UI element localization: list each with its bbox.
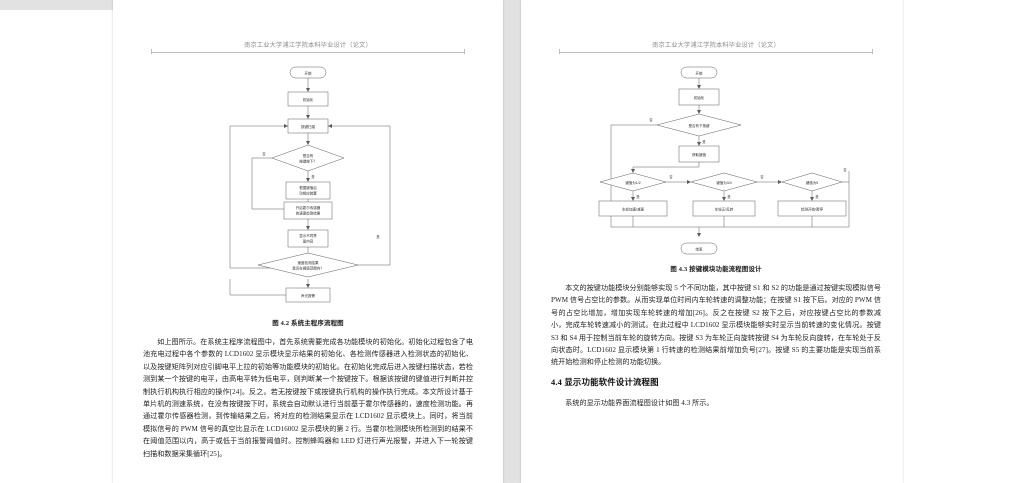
arrow-init-right xyxy=(697,85,701,89)
node-range-decision xyxy=(257,252,359,278)
arrow-scan xyxy=(306,115,310,119)
node-hall-label-1: 开启霍尔传感器 xyxy=(296,205,321,210)
node-pressed-right-label: 是否有下按键 xyxy=(689,123,710,128)
node-exec xyxy=(285,181,331,200)
figure-4-2-flowchart: 开始 初始化 按键扫描 xyxy=(143,63,473,313)
next-page-sheet[interactable] xyxy=(904,0,1024,483)
node-show xyxy=(287,229,329,248)
left-paragraph-1: 如上图所示。在系统主程序流程图中，首先系统需要完成各功能模块的初始化。初始化过程… xyxy=(143,338,473,458)
node-a1-label: 车轮加速/减速 xyxy=(622,207,644,212)
node-hall xyxy=(283,201,333,220)
edge-label-range-yes: 是 xyxy=(376,234,380,239)
arrow-end xyxy=(697,233,701,237)
node-end-label: 结束 xyxy=(696,247,704,252)
right-paragraph-1: 本文的按键功能模块分别能够实现 5 个不同功能，其中按键 S1 和 S2 的功能… xyxy=(551,284,881,367)
arrow-exec xyxy=(306,178,310,182)
node-pressed-label-2: 按键按下？ xyxy=(299,159,317,164)
node-exec-label-2: 动相应装置 xyxy=(299,191,317,196)
flowchart-svg-right-tail: 结束 xyxy=(680,242,718,255)
node-show-label-1: 显示不同界 xyxy=(299,233,317,238)
right-page-body: 本文的按键功能模块分别能够实现 5 个不同功能，其中按键 S1 和 S2 的功能… xyxy=(551,282,881,369)
arrow-return-right xyxy=(328,124,332,128)
page-header-text: 南京工业大学浦江学院本科毕业设计（论文） xyxy=(244,42,372,49)
edge-label-d34-no: 否 xyxy=(760,175,764,179)
edge-label-pressed-yes: 是 xyxy=(311,174,315,179)
figure-caption-4-2: 图 4.2 系统主程序流程图 xyxy=(272,320,344,327)
edge-label-pressed-yes-right: 是 xyxy=(702,139,706,144)
node-init-label: 初始化 xyxy=(303,97,314,102)
section-heading-4-4: 4.4 显示功能软件设计流程图 xyxy=(551,377,659,387)
flowchart-svg-right: 开始 初始化 是否有下按键 否 是 xyxy=(598,66,850,237)
edge-label-pressed-no: 否 xyxy=(262,152,266,156)
node-keyval-label: 获取键值 xyxy=(692,152,706,157)
node-a3-label: 检测开始/暂停 xyxy=(801,207,823,212)
edge-label-d34-yes: 是 xyxy=(727,194,731,199)
node-hall-label-2: 的速度检测结果 xyxy=(296,211,321,216)
node-exec-label-1: 根据键值启 xyxy=(299,185,317,190)
node-range-label-1: 速度检测结果 xyxy=(298,260,319,265)
right-page-body-2: 系统的显示功能界面流程图设计如图 4.3 所示。 xyxy=(551,397,881,409)
node-alarm-label: 声光报警 xyxy=(301,293,315,298)
arrow-a2 xyxy=(722,197,726,201)
figure-4-3-flowchart: 开始 初始化 是否有下按键 否 是 xyxy=(551,63,881,259)
node-scan-label: 按键扫描 xyxy=(301,124,315,129)
node-start-label: 开始 xyxy=(305,71,313,76)
node-start-right-label: 开始 xyxy=(696,71,704,76)
arrow-alarm xyxy=(306,284,310,288)
edge-label-pressed-no-right: 否 xyxy=(649,118,653,122)
arrow-show xyxy=(306,226,310,230)
node-range-label-2: 是否在阈值范围内？ xyxy=(292,266,324,271)
flowchart-svg-left: 开始 初始化 按键扫描 xyxy=(229,66,391,278)
viewer-top-gutter xyxy=(0,0,1024,10)
page-header-right: 南京工业大学浦江学院本科毕业设计（论文） xyxy=(551,40,881,55)
node-init-right-label: 初始化 xyxy=(694,95,705,100)
left-page-body: 如上图所示。在系统主程序流程图中，首先系统需要完成各功能模块的初始化。初始化过程… xyxy=(143,336,473,460)
arrow-pressed-right xyxy=(697,110,701,114)
header-rule-right xyxy=(559,51,873,53)
document-page-left[interactable]: 南京工业大学浦江学院本科毕业设计（论文） 开始 初始化 xyxy=(113,0,503,483)
node-d12-label: 键值为1/2 xyxy=(625,180,640,185)
arrow-a3 xyxy=(810,197,814,201)
node-d34-label: 键值为3/4 xyxy=(716,180,731,185)
edge-label-d12-no: 否 xyxy=(669,175,673,179)
node-show-label-2: 面内容 xyxy=(303,239,314,244)
node-end xyxy=(680,242,718,255)
arrow-d12 xyxy=(631,169,635,173)
arrow-d34 xyxy=(687,180,691,184)
node-a2-label: 车轮正/反转 xyxy=(715,207,734,212)
arrow-a1 xyxy=(631,197,635,201)
page-header-left: 南京工业大学浦江学院本科毕业设计（论文） xyxy=(143,40,473,55)
previous-page-sheet[interactable] xyxy=(0,0,120,483)
arrow-d5 xyxy=(778,180,782,184)
edge-label-d5-yes: 是 xyxy=(815,194,819,199)
edge-label-d12-yes: 是 xyxy=(636,194,640,199)
document-page-right[interactable]: 南京工业大学浦江学院本科毕业设计（论文） 开始 初始化 xyxy=(521,0,911,483)
edge-label-d5-no: 否 xyxy=(843,168,847,172)
right-heading-paragraph: 系统的显示功能界面流程图设计如图 4.3 所示。 xyxy=(565,398,714,407)
arrow-init xyxy=(306,88,310,92)
arrow-keyval xyxy=(697,142,701,146)
arrow-return-left xyxy=(284,124,288,128)
node-d5-label: 键值为5 xyxy=(806,180,818,185)
figure-caption-4-3: 图 4.3 按键模块功能流程图设计 xyxy=(670,266,762,273)
flowchart-svg-left-tail: 声光报警 xyxy=(229,279,331,303)
page-header-text-right: 南京工业大学浦江学院本科毕业设计（论文） xyxy=(652,42,780,49)
node-pressed-decision xyxy=(271,144,345,172)
arrow-pressed xyxy=(306,141,310,145)
header-rule xyxy=(151,51,465,53)
node-pressed-label-1: 是否有 xyxy=(303,153,314,158)
